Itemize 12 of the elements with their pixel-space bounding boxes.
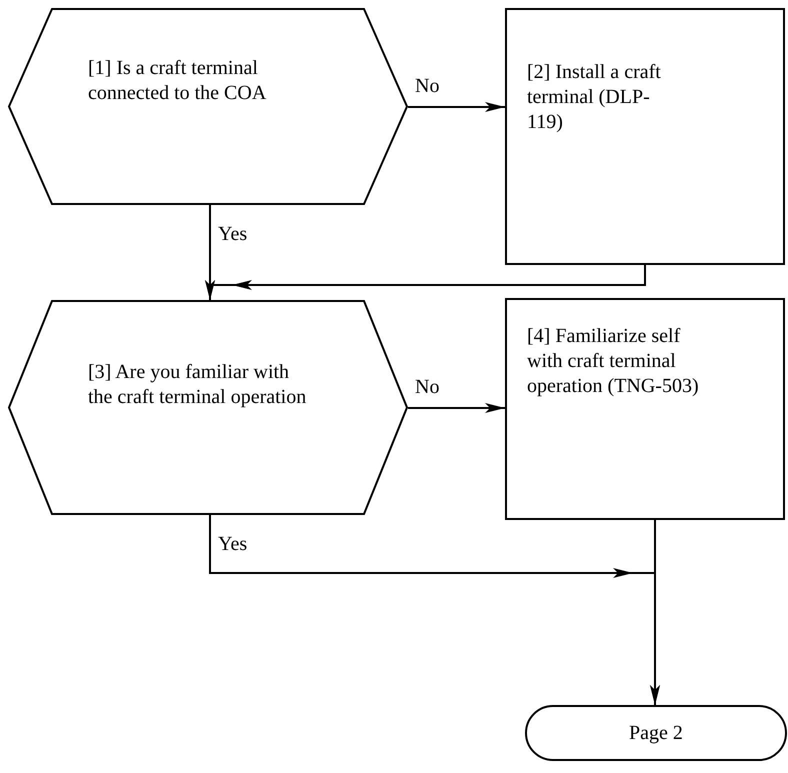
arrow bbox=[408, 403, 505, 413]
arrow bbox=[650, 520, 660, 705]
process-box bbox=[505, 298, 785, 520]
node-text: [4] Familiarize self with craft terminal operation (TNG-503) bbox=[527, 324, 700, 399]
arrow bbox=[408, 102, 505, 112]
node-text: [2] Install a craft terminal (DLP-119) bbox=[527, 60, 662, 135]
decision-hexagon bbox=[8, 8, 408, 205]
process-box bbox=[505, 8, 785, 265]
decision-hexagon bbox=[8, 300, 408, 515]
node-text: [1] Is a craft terminal connected to the COA bbox=[88, 56, 268, 106]
node-text: [3] Are you familiar with the craft terminal operation bbox=[88, 360, 308, 410]
node-text: Page 2 bbox=[628, 721, 684, 746]
